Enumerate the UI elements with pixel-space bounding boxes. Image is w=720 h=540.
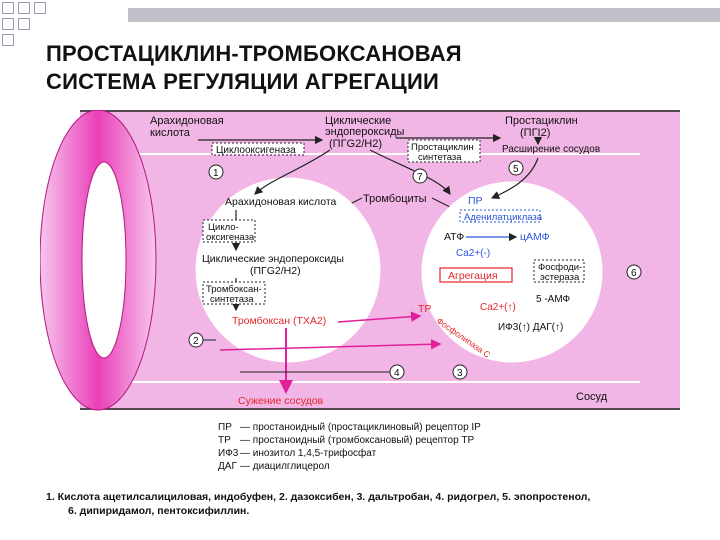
arrow-tx-to-receptor [337,311,422,323]
enzyme-box-cox-left [202,219,256,243]
right-camp: цАМФ [520,231,550,243]
right-ip3: ИФ3(↑) ДАГ(↑) [498,322,563,333]
footnote-line-2: 6. дипиридамол, пентоксифиллин. [68,505,250,517]
platelets-label: Тромбоциты [363,193,427,205]
svg-text:7: 7 [417,172,423,183]
legend-abbr: ИФ3 [218,448,239,459]
vasoconstriction: Сужение сосудов [238,395,324,407]
left-txsynth-1: Тромбоксан- [206,284,262,295]
vasodilation: Расширение сосудов [502,144,600,155]
decor-square [2,18,14,30]
pointer-platelet-right [431,197,453,209]
vessel-ring-inner [81,161,127,359]
left-endo-1: Циклические эндопероксиды [202,253,344,265]
right-ca-minus: Ca2+(-) [456,248,490,259]
legend-abbr: ТР [218,435,231,446]
title-line-2: СИСТЕМА РЕГУЛЯЦИИ АГРЕГАЦИИ [46,69,439,94]
drug-marker-7: 7 [412,168,428,184]
legend-text: — простаноидный (простациклиновый) рецеп… [240,422,481,433]
drug-marker-1: 1 [208,164,224,180]
svg-text:3: 3 [457,368,463,379]
footnote-line-1: 1. Кислота ацетилсалициловая, индобуфен,… [46,491,591,503]
decor-square [2,34,14,46]
right-pr: ПР [468,195,483,207]
right-pde-2: эстераза [540,272,580,283]
decor-square [34,2,46,14]
prostacyclin-1: Простациклин [505,115,578,127]
enzyme-box-adenylate [459,209,541,223]
prostacyclin-2: (ПГI2) [520,127,550,139]
decor-square [2,2,14,14]
svg-text:1: 1 [213,168,219,179]
drug-marker-4: 4 [389,364,405,380]
drug-marker-3: 3 [452,364,468,380]
decor-square [18,2,30,14]
arachidonic-acid-top: Арахидоновая [150,115,224,127]
endoperoxides-top-1: Циклические [325,115,391,127]
enzyme-box-cox-top [211,142,305,156]
decor-square [18,18,30,30]
thromboxane: Тромбоксан (ТХА2) [232,315,326,327]
left-endo-2: (ПГG2/H2) [250,265,301,277]
pgi-synthetase-1: Простациклин [411,142,474,153]
aggregation-box [439,267,513,283]
right-pde-1: Фосфоди- [538,262,582,273]
drug-marker-6: 6 [626,264,642,280]
legend-abbr: ПР [218,422,232,433]
arrow-endo-down-left [254,149,331,195]
vessel-label: Сосуд [576,391,608,403]
footnote: 1. Кислота ацетилсалициловая, индобуфен,… [46,490,706,518]
arachidonic-acid-top-2: кислота [150,127,191,139]
pgi-synthetase-2: синтетаза [418,152,462,163]
left-cox-2: оксигеназа [206,232,255,243]
enzyme-box-tx-synth [202,281,266,305]
cyclooxygenase-top: Циклооксигеназа [216,145,296,156]
svg-text:4: 4 [394,368,400,379]
slide-title: ПРОСТАЦИКЛИН-ТРОМБОКСАНОВАЯ СИСТЕМА РЕГУ… [46,40,462,96]
legend-abbr: ДАГ [218,461,237,472]
legend-text: — диацилглицерол [240,461,330,472]
left-txsynth-2: синтетаза [210,294,254,305]
right-adenylate: Аденилатциклаза [464,212,543,223]
right-aggregation: Агрегация [448,270,498,282]
right-ca-plus: Ca2+(↑) [480,302,516,313]
arrow-pgi-to-pr [490,157,539,199]
enzyme-box-pde [533,259,585,283]
arrow-tx-out [219,338,442,351]
right-tr: ТР [418,303,431,315]
legend: ПР — простаноидный (простациклиновый) ре… [218,422,481,472]
left-cox-1: Цикло- [208,222,239,233]
svg-text:5: 5 [513,164,519,175]
title-line-1: ПРОСТАЦИКЛИН-ТРОМБОКСАНОВАЯ [46,41,462,66]
right-5amf: 5 -АМФ [536,294,571,305]
drug-marker-5: 5 [508,160,524,176]
svg-text:2: 2 [193,336,199,347]
left-arachidonic: Арахидоновая кислота [225,196,337,208]
endoperoxides-top-3: (ПГG2/H2) [329,138,382,150]
regulation-diagram: Арахидоновая кислота Циклооксигеназа Цик… [40,110,680,472]
header-bar [128,8,720,22]
endoperoxides-top-2: эндопероксиды [325,126,405,138]
svg-text:6: 6 [631,268,637,279]
enzyme-box-pgi-synth [407,139,481,163]
drug-marker-2: 2 [188,332,204,348]
legend-text: — простаноидный (тромбоксановый) рецепто… [240,434,475,446]
right-atf: АТФ [444,231,464,243]
legend-text: — инозитол 1,4,5-трифосфат [240,447,377,459]
